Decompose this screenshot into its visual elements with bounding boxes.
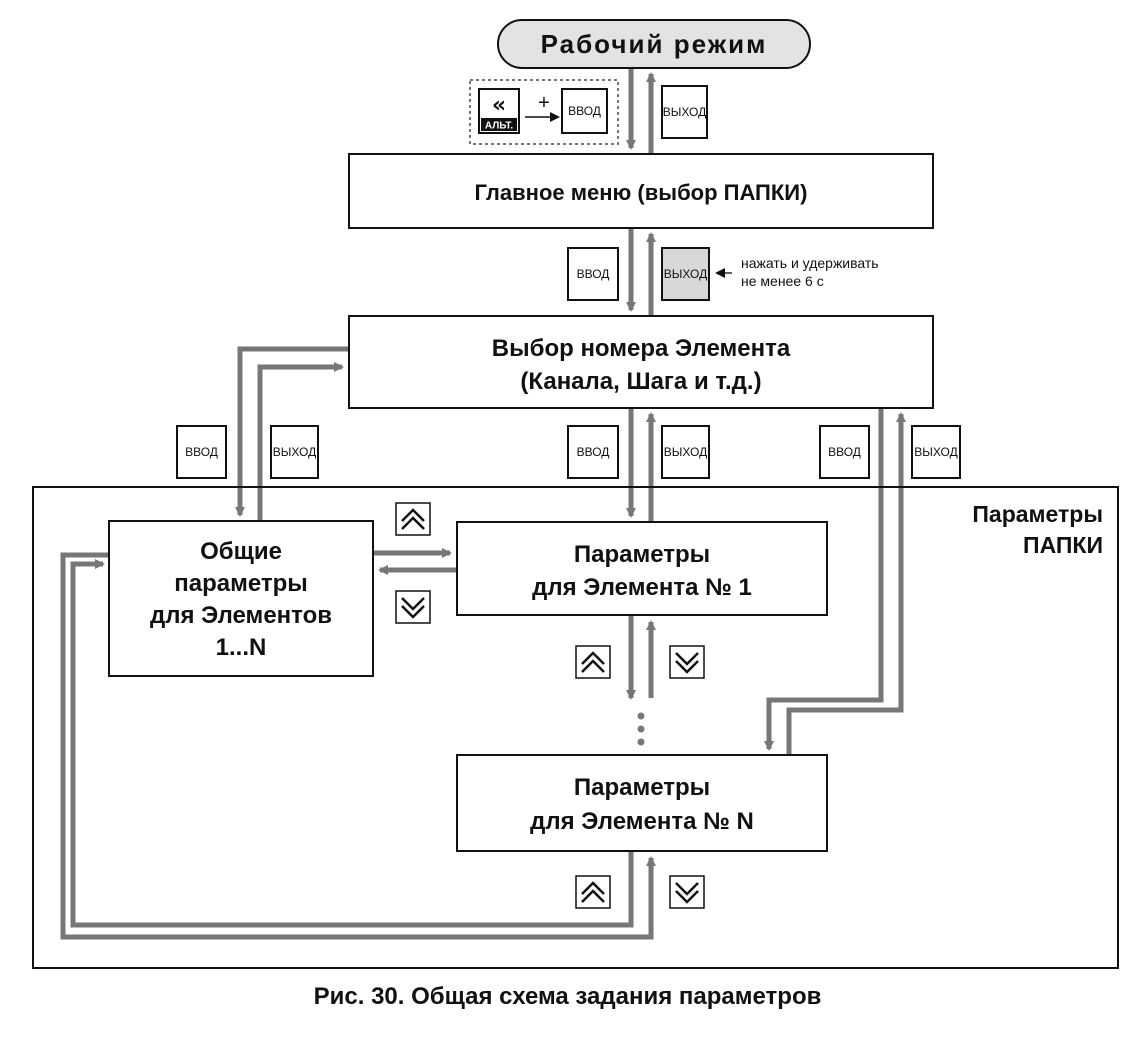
params-eln-line1: Параметры	[574, 774, 710, 801]
exit-key-top-label: ВЫХОД	[663, 105, 706, 119]
common-params-line3: для Элементов	[150, 602, 332, 629]
double-chevron-left-icon: «	[492, 93, 506, 118]
enter-key-eln: ВВОД	[819, 425, 870, 479]
params-element-n-node: Параметры для Элемента № N	[456, 754, 828, 852]
enter-key-common-label: ВВОД	[185, 445, 218, 459]
folder-params-line2: ПАПКИ	[1023, 532, 1103, 558]
work-mode-node: Рабочий режим	[497, 19, 811, 69]
up-key-common	[395, 502, 431, 536]
common-params-line1: Общие	[200, 538, 282, 565]
down-key-middle	[669, 645, 705, 679]
ellipsis-dots	[637, 712, 645, 746]
exit-key-hold-label: ВЫХОД	[664, 267, 707, 281]
arrow-common-to-select	[257, 362, 344, 520]
arrow-eln-loop-to-common	[70, 559, 634, 928]
enter-key-menu-label: ВВОД	[577, 267, 610, 281]
alt-enter-combo: « АЛЬТ. + ВВОД	[469, 79, 619, 145]
element-select-line1: Выбор номера Элемента	[492, 335, 791, 362]
work-mode-label: Рабочий режим	[541, 29, 768, 59]
common-params-line2: параметры	[174, 570, 308, 597]
exit-key-eln-label: ВЫХОД	[914, 445, 957, 459]
enter-key-menu: ВВОД	[567, 247, 619, 301]
enter-key-el1: ВВОД	[567, 425, 619, 479]
params-el1-line2: для Элемента № 1	[532, 574, 752, 601]
exit-key-hold: ВЫХОД	[661, 247, 710, 301]
folder-params-line1: Параметры	[972, 501, 1103, 527]
common-params-node: Общие параметры для Элементов 1...N	[108, 520, 374, 677]
folder-params-container: Параметры ПАПКИ	[32, 486, 1119, 969]
double-chevron-down-icon	[675, 882, 699, 896]
common-params-line4: 1...N	[216, 634, 267, 661]
connectors	[60, 68, 906, 940]
enter-key-common: ВВОД	[176, 425, 227, 479]
exit-key-eln: ВЫХОД	[911, 425, 961, 479]
arrow-common-loop-to-eln	[60, 552, 656, 940]
params-eln-line2: для Элемента № N	[530, 808, 754, 835]
plus-sign: +	[538, 92, 550, 114]
arrow-select-to-eln	[764, 408, 884, 751]
arrow-eln-to-select	[786, 412, 906, 755]
alt-key-label: АЛЬТ.	[485, 121, 514, 132]
enter-key-el1-label: ВВОД	[577, 445, 610, 459]
double-chevron-down-icon	[675, 652, 699, 666]
double-chevron-up-icon	[581, 881, 605, 895]
exit-key-top: ВЫХОД	[661, 85, 708, 139]
alt-key: « АЛЬТ.	[478, 88, 520, 134]
double-chevron-down-icon	[401, 597, 425, 611]
element-select-node: Выбор номера Элемента (Канала, Шага и т.…	[348, 315, 934, 409]
exit-key-common: ВЫХОД	[270, 425, 319, 479]
figure-caption: Рис. 30. Общая схема задания параметров	[313, 983, 822, 1010]
hold-note-line1: нажать и удерживать	[741, 255, 879, 271]
main-menu-node: Главное меню (выбор ПАПКИ)	[348, 153, 934, 229]
params-el1-line1: Параметры	[574, 541, 710, 568]
exit-key-common-label: ВЫХОД	[273, 445, 316, 459]
enter-key-eln-label: ВВОД	[828, 445, 861, 459]
up-key-bottom	[575, 875, 611, 909]
main-menu-label: Главное меню (выбор ПАПКИ)	[475, 180, 808, 205]
up-key-middle	[575, 645, 611, 679]
double-chevron-up-icon	[401, 508, 425, 522]
params-element-1-node: Параметры для Элемента № 1	[456, 521, 828, 616]
down-key-common	[395, 590, 431, 624]
exit-key-el1-label: ВЫХОД	[664, 445, 707, 459]
down-key-bottom	[669, 875, 705, 909]
enter-key-combo: ВВОД	[561, 88, 608, 134]
double-chevron-up-icon	[581, 651, 605, 665]
enter-key-combo-label: ВВОД	[568, 104, 601, 118]
hold-note-line2: не менее 6 с	[741, 273, 824, 289]
hold-note: нажать и удерживать не менее 6 с	[715, 255, 879, 289]
exit-key-el1: ВЫХОД	[661, 425, 710, 479]
arrow-select-to-common	[235, 346, 349, 517]
element-select-line2: (Канала, Шага и т.д.)	[520, 368, 761, 395]
